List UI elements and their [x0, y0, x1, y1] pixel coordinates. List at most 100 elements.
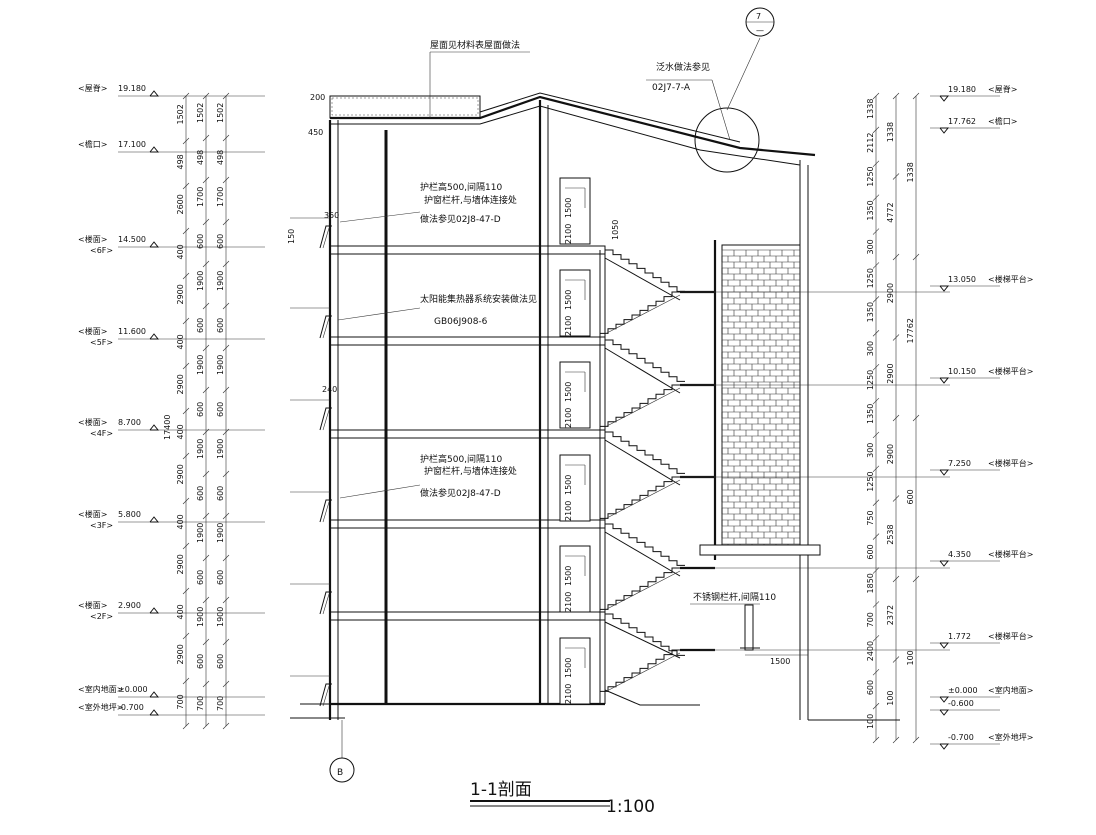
- elevation-value: 2.900: [118, 601, 141, 610]
- stair-stringer: [604, 257, 681, 301]
- dimension-tick: [222, 344, 230, 352]
- dimension-tick: [892, 414, 900, 422]
- dimension-value: 1502: [216, 103, 225, 123]
- dimension-value: 498: [176, 154, 185, 169]
- elevation-value: 14.500: [118, 235, 146, 244]
- dimension-tick: [202, 554, 210, 562]
- elevation-value: -0.700: [948, 733, 974, 742]
- stair-base: [604, 689, 700, 706]
- guard-note-a1: 护栏高500,间隔110: [420, 181, 502, 193]
- door-height-label: 1500: [564, 198, 573, 218]
- window-rail: [319, 225, 332, 249]
- dimension-tick: [892, 575, 900, 583]
- elevation-value: 11.600: [118, 327, 146, 336]
- dimension-tick: [872, 296, 880, 303]
- stair-rail: [604, 387, 681, 428]
- dimension-value: 600: [866, 544, 875, 559]
- dimension-value: 1250: [866, 268, 875, 288]
- elevation-triangle: [939, 469, 950, 476]
- annotations: 屋面见材料表屋面做法 泛水做法参见 02J7-7-A 护栏高500,间隔110 …: [287, 39, 790, 666]
- window-rail-inner: [322, 409, 330, 431]
- elevation-triangle: [149, 90, 160, 97]
- landing-lines: [680, 291, 950, 656]
- dimension-value: 2900: [886, 283, 895, 303]
- dimension-tick: [872, 499, 880, 506]
- stair-flights: [600, 249, 715, 706]
- floor-label: <4F>: [90, 429, 113, 438]
- dimension-value: 600: [196, 570, 205, 585]
- dimension-tick: [202, 134, 210, 142]
- dim-350: 350: [324, 211, 339, 220]
- dimension-tick: [222, 260, 230, 268]
- elevation-value: 17.762: [948, 117, 976, 126]
- dimension-value: 1700: [196, 187, 205, 207]
- dimension-value: 1900: [216, 439, 225, 459]
- door-height-label: 1500: [564, 475, 573, 495]
- dimension-value: 2900: [176, 644, 185, 664]
- stair-treads-up: [605, 249, 685, 292]
- dimension-value: 498: [216, 150, 225, 165]
- dimension-value: 400: [176, 514, 185, 529]
- floor-label: <2F>: [90, 612, 113, 621]
- window-rail-inner: [322, 227, 330, 249]
- axis-marker: B: [329, 720, 355, 783]
- dimension-value: 300: [866, 443, 875, 458]
- dimension-tick: [872, 194, 880, 201]
- window-rail: [319, 315, 332, 339]
- dimension-value: 1338: [886, 122, 895, 142]
- elevation-triangle: [939, 127, 950, 134]
- dimension-value: 1250: [866, 166, 875, 186]
- dimension-value: 17762: [906, 318, 915, 343]
- dim-240: 240: [322, 385, 337, 394]
- dimension-value: 2400: [866, 641, 875, 661]
- dimension-value: 750: [866, 510, 875, 525]
- doors: 1500210015002100150021001500210015002100…: [559, 177, 591, 705]
- dimension-tick: [202, 722, 210, 730]
- dimension-tick: [182, 272, 190, 280]
- dimension-tick: [182, 362, 190, 370]
- dimension-value: 1250: [866, 370, 875, 390]
- dimension-value: 300: [866, 341, 875, 356]
- guard-note-b3: 做法参见02J8-47-D: [420, 487, 501, 499]
- elevation-triangle: [939, 743, 950, 750]
- window-rail: [319, 407, 332, 431]
- right-dimension-chains: 1338211212501350300125013503001250135030…: [866, 92, 920, 744]
- dimension-value: 1338: [866, 99, 875, 119]
- dimension-value: 1502: [196, 103, 205, 123]
- brick-hatch: [721, 249, 800, 550]
- dimension-value: 1900: [216, 355, 225, 375]
- floor-label: <3F>: [90, 521, 113, 530]
- scale-text: 1:100: [606, 797, 655, 817]
- dimension-value: 2538: [886, 524, 895, 544]
- elevation-triangle: [939, 285, 950, 292]
- dimension-value: 400: [176, 604, 185, 619]
- elevation-triangle: [939, 560, 950, 567]
- dimension-value: 600: [196, 486, 205, 501]
- door-height-label: 1500: [564, 658, 573, 678]
- stair-stringer: [604, 621, 681, 659]
- dimension-value: 1250: [866, 471, 875, 491]
- dimension-value: 2900: [176, 554, 185, 574]
- elevation-triangle: [939, 95, 950, 102]
- dimension-tick: [222, 218, 230, 226]
- dimension-tick: [222, 92, 230, 100]
- solar-note-1: 太阳能集热器系统安装做法见: [420, 293, 537, 305]
- dimension-tick: [182, 182, 190, 190]
- dimension-value: 400: [176, 424, 185, 439]
- dimension-value: 600: [196, 234, 205, 249]
- dimension-tick: [182, 227, 190, 235]
- dimension-tick: [182, 317, 190, 325]
- stair-stringer: [604, 531, 681, 577]
- elevation-value: 4.350: [948, 550, 971, 559]
- elevation-value: 17.100: [118, 140, 146, 149]
- dimension-tick: [222, 596, 230, 604]
- dimension-tick: [222, 386, 230, 394]
- dimension-value: 300: [866, 239, 875, 254]
- stair-stringer: [604, 439, 681, 486]
- dimension-tick: [872, 431, 880, 439]
- elevation-triangle: [149, 241, 160, 248]
- dimension-tick: [892, 253, 900, 261]
- dimension-tick: [872, 363, 880, 371]
- dimension-value: 600: [216, 654, 225, 669]
